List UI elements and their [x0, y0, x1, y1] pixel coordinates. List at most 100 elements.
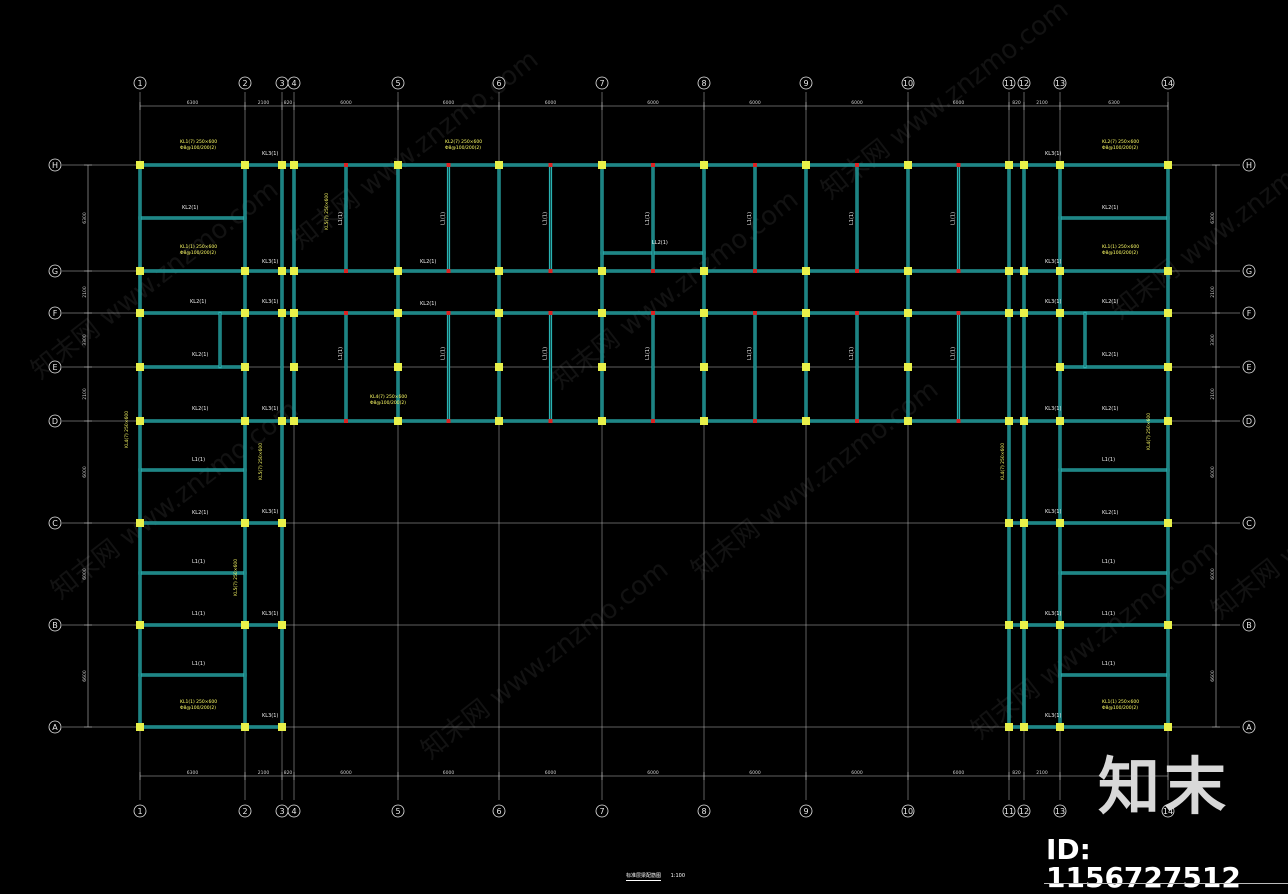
- column: [278, 417, 286, 425]
- axis-bubble: [1002, 804, 1016, 818]
- column: [802, 161, 810, 169]
- column: [1005, 161, 1013, 169]
- beam-label: L1(1): [338, 212, 344, 225]
- beam-label: KL3(1): [1045, 713, 1061, 719]
- beam-label: L1(1): [543, 212, 549, 225]
- column: [598, 363, 606, 371]
- beam-label: L1(1): [192, 661, 205, 667]
- column: [495, 363, 503, 371]
- column: [1056, 723, 1064, 731]
- axis-label: H: [52, 161, 58, 170]
- beam-label: KL3(1): [262, 299, 278, 305]
- beam-label: L1(1): [192, 457, 205, 463]
- column: [700, 363, 708, 371]
- axis-label: 8: [701, 807, 706, 816]
- axis-bubble: [1242, 618, 1256, 632]
- axis-bubble: [1242, 264, 1256, 278]
- beam-label: KL2(1): [190, 299, 206, 305]
- axis-label: F: [1247, 309, 1252, 318]
- beam-label: L1(1): [1102, 559, 1115, 565]
- beam-label: KL2(7) 250×600: [445, 139, 482, 145]
- beam-label: KL1(1) 250×600: [180, 699, 217, 705]
- joint-marker: [446, 269, 451, 273]
- dimension-text: 6000: [340, 770, 352, 776]
- axis-label: 9: [803, 807, 808, 816]
- dimension-text: 6000: [647, 770, 659, 776]
- beam-label: Φ8@100/200(2): [1102, 705, 1138, 711]
- column: [1056, 519, 1064, 527]
- joint-marker: [344, 311, 348, 315]
- column: [278, 723, 286, 731]
- beam-label: KL3(1): [262, 611, 278, 617]
- column: [136, 723, 144, 731]
- axis-label: E: [1246, 363, 1251, 372]
- column: [394, 267, 402, 275]
- axis-label: 14: [1163, 79, 1173, 88]
- dimension-text: 6300: [187, 100, 199, 106]
- joint-marker: [956, 269, 961, 273]
- joint-marker: [956, 163, 961, 167]
- column: [598, 309, 606, 317]
- beam-layer: [138, 163, 1170, 729]
- axis-bubble: [901, 804, 915, 818]
- joint-marker: [344, 419, 348, 423]
- column: [278, 519, 286, 527]
- column: [1164, 417, 1172, 425]
- joint-marker: [753, 419, 757, 423]
- axis-label: D: [1246, 417, 1252, 426]
- axis-bubble: [595, 804, 609, 818]
- dimension-text: 6000: [953, 100, 965, 106]
- dimension-text: 2100: [82, 286, 88, 298]
- axis-label: E: [52, 363, 57, 372]
- column: [290, 309, 298, 317]
- joint-marker: [855, 419, 859, 423]
- column: [904, 309, 912, 317]
- beam-label: KL2(1): [1102, 299, 1118, 305]
- axis-bubble: [133, 76, 147, 90]
- axis-bubble: [595, 76, 609, 90]
- axis-bubble: [492, 804, 506, 818]
- column: [1005, 417, 1013, 425]
- joint-marker: [651, 311, 655, 315]
- beam-label: KL3(1): [1045, 611, 1061, 617]
- beam-label: L1(1): [1102, 661, 1115, 667]
- beam-label: L1(1): [543, 347, 549, 360]
- dimension-text: 2100: [1210, 286, 1216, 298]
- column: [1056, 267, 1064, 275]
- dimension-text: 6300: [82, 212, 88, 224]
- dimension-text: 6000: [1210, 568, 1216, 580]
- column: [495, 267, 503, 275]
- axis-label: 14: [1163, 807, 1173, 816]
- column: [278, 621, 286, 629]
- dimension-text: 3300: [1210, 334, 1216, 346]
- title-block: 标准层梁配筋图 1:100: [626, 872, 685, 881]
- column: [241, 417, 249, 425]
- beam-label: L1(1): [1102, 611, 1115, 617]
- column: [394, 363, 402, 371]
- dimension-text: 6300: [1108, 100, 1120, 106]
- axis-label: 5: [395, 807, 400, 816]
- axis-bubble: [1242, 360, 1256, 374]
- beam-label: KL4(7) 250×600: [124, 411, 130, 448]
- dimension-text: 820: [1012, 100, 1021, 106]
- column: [904, 363, 912, 371]
- column: [1020, 621, 1028, 629]
- dimension-text: 820: [284, 100, 293, 106]
- axis-bubble: [48, 158, 62, 172]
- column: [1020, 309, 1028, 317]
- column: [136, 519, 144, 527]
- beam-label: L1(1): [192, 611, 205, 617]
- beam-label: KL4(7) 250×600: [1146, 413, 1152, 450]
- column: [241, 621, 249, 629]
- dimension-text: 6000: [545, 100, 557, 106]
- axis-label: 12: [1019, 807, 1029, 816]
- beam-label: L1(1): [338, 347, 344, 360]
- axis-label: 4: [291, 79, 296, 88]
- beam-label: L1(1): [1102, 457, 1115, 463]
- axis-bubble: [48, 516, 62, 530]
- beam-label: Φ8@100/200(2): [180, 145, 216, 151]
- joint-marker: [651, 419, 655, 423]
- column: [394, 309, 402, 317]
- column: [1056, 621, 1064, 629]
- beam-label: Φ8@100/200(2): [180, 705, 216, 711]
